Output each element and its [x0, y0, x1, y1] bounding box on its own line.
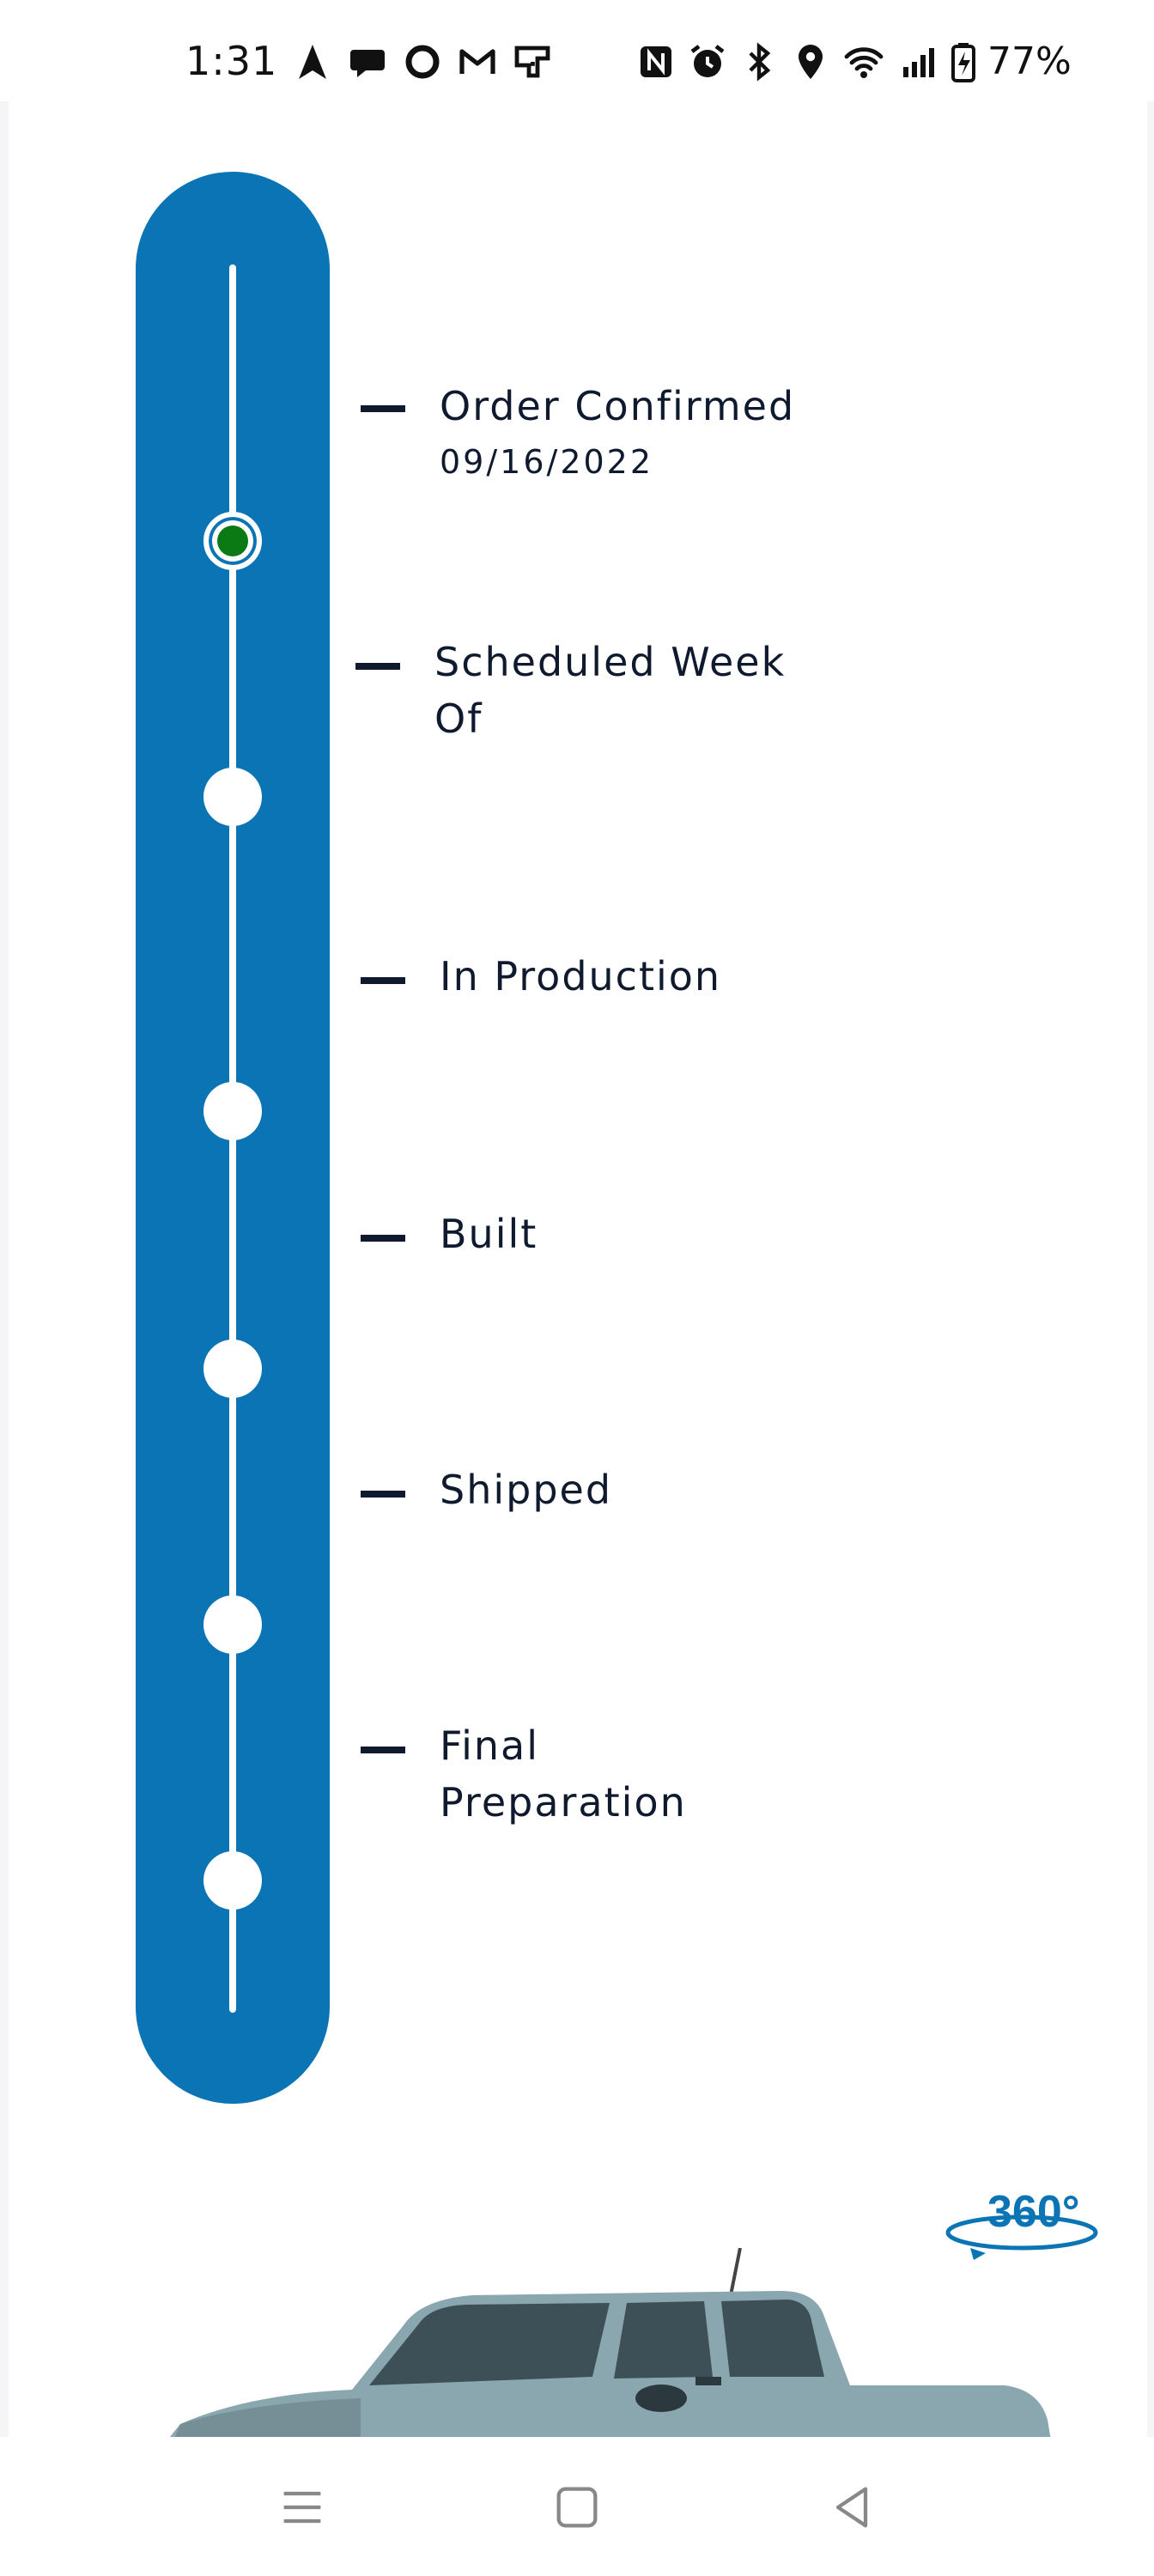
- rotate-360-label: 360°: [987, 2187, 1080, 2237]
- nfc-icon: [635, 41, 677, 82]
- back-icon: [835, 2487, 868, 2528]
- complete-indicator: [217, 526, 248, 556]
- timeline-dot-in-production: [203, 1082, 262, 1140]
- step-dash: [361, 1235, 405, 1242]
- pickup-truck-image[interactable]: [146, 2247, 1056, 2437]
- status-time: 1:31: [185, 38, 278, 84]
- order-timeline: [136, 172, 330, 2104]
- step-label: Final Preparation: [440, 1722, 687, 1826]
- step-label: Built: [440, 1211, 538, 1257]
- step-dash: [361, 977, 405, 984]
- home-button[interactable]: [550, 2480, 604, 2535]
- battery-icon: [946, 41, 981, 82]
- timeline-dot-order-confirmed: [203, 512, 262, 570]
- step-label: Scheduled Week Of: [434, 639, 787, 742]
- rotate-360-button[interactable]: 360°: [944, 2179, 1116, 2274]
- step-date: 09/16/2022: [440, 443, 654, 481]
- step-label: Shipped: [440, 1467, 613, 1513]
- circle-app-icon: [402, 41, 443, 82]
- app-icon: [512, 41, 553, 82]
- order-tracker: Order Confirmed 09/16/2022 Scheduled Wee…: [9, 101, 1147, 2437]
- recents-icon: [283, 2491, 321, 2524]
- battery-percentage: 77%: [987, 39, 1072, 83]
- recents-button[interactable]: [275, 2480, 330, 2535]
- location-icon: [790, 41, 831, 82]
- step-dash: [361, 1491, 405, 1498]
- step-label: In Production: [440, 953, 722, 999]
- timeline-dot-final-preparation: [203, 1851, 262, 1910]
- timeline-dot-shipped: [203, 1595, 262, 1654]
- wifi-icon: [843, 41, 884, 82]
- alarm-icon: [687, 41, 728, 82]
- home-icon: [556, 2487, 598, 2528]
- chat-icon: [347, 41, 388, 82]
- step-dash: [361, 1747, 405, 1753]
- step-dash: [361, 405, 405, 412]
- rotate-360-icon: [945, 2215, 1098, 2260]
- bluetooth-icon: [738, 41, 780, 82]
- navigation-icon: [292, 41, 333, 82]
- step-dash: [355, 663, 400, 670]
- back-button[interactable]: [824, 2480, 879, 2535]
- step-label: Order Confirmed: [440, 383, 796, 429]
- status-bar: 1:31 77%: [0, 0, 1154, 101]
- timeline-dot-built: [203, 1340, 262, 1398]
- signal-icon: [898, 41, 939, 82]
- system-nav-bar: [0, 2437, 1154, 2576]
- gmail-icon: [457, 41, 498, 82]
- timeline-dot-scheduled: [203, 768, 262, 826]
